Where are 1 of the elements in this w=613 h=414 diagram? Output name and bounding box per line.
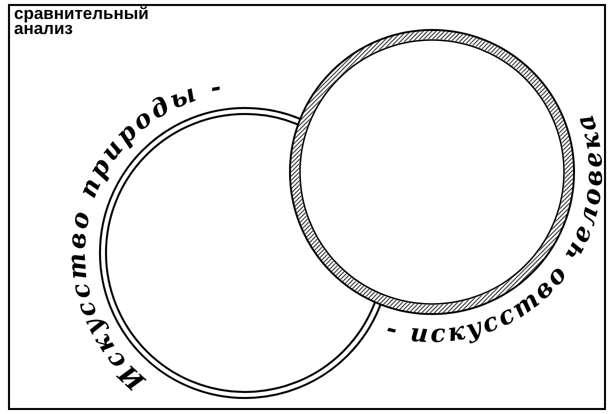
title: сравнительный анализ	[14, 6, 150, 36]
